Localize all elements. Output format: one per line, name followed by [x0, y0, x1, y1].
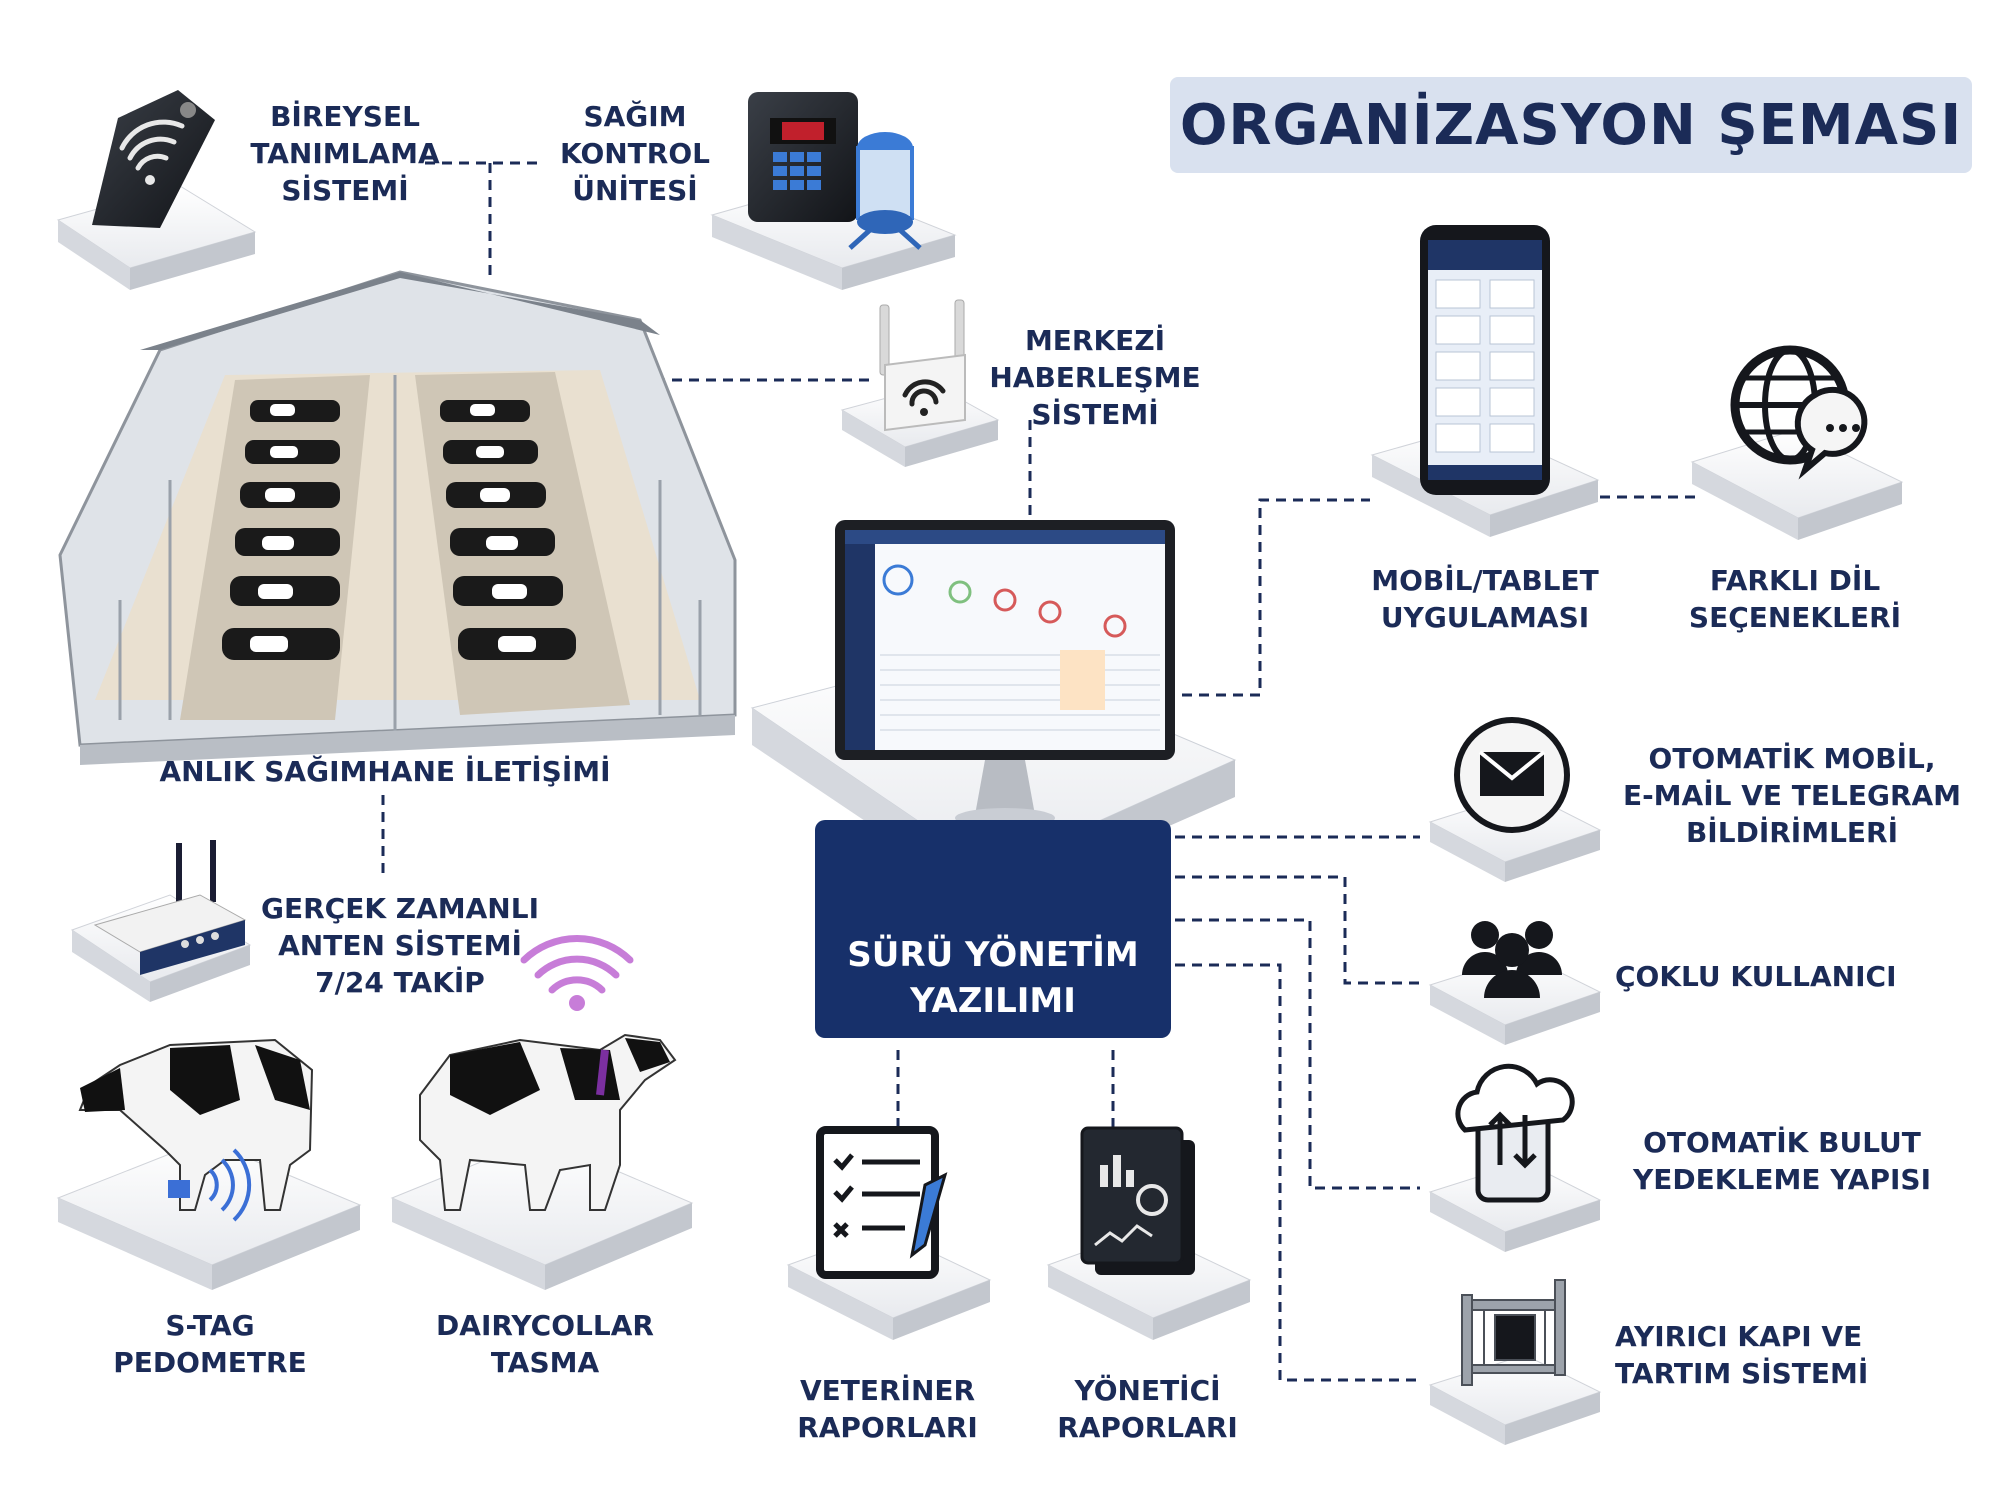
cloud-sync-icon	[1455, 1063, 1575, 1203]
milking-controller-icon	[748, 92, 922, 250]
label-sagimhane: ANLIK SAĞIMHANE İLETİŞİMİ	[159, 755, 611, 788]
pad-dil	[1690, 429, 1904, 540]
router-icon	[879, 299, 966, 432]
report-chart-icon	[1080, 1126, 1195, 1275]
cow-icon	[419, 935, 677, 1211]
rfid-tag-icon	[92, 90, 215, 228]
pad-coklu	[1428, 954, 1602, 1045]
users-icon	[1462, 921, 1562, 998]
envelope-icon	[1454, 717, 1570, 833]
title-text: ORGANİZASYON ŞEMASI	[1179, 92, 1963, 158]
pad-stag	[56, 1139, 362, 1290]
globe-chat-icon	[1730, 345, 1868, 480]
sorting-gate-icon	[1461, 1279, 1566, 1386]
core-label-line1: SÜRÜ YÖNETİM	[847, 935, 1139, 975]
connector-lines	[381, 161, 1700, 1382]
antenna-router-icon	[93, 840, 247, 975]
label-coklu: ÇOKLU KULLANICI	[1615, 960, 1897, 993]
checklist-icon	[816, 1126, 948, 1279]
core-block	[815, 820, 1171, 1038]
monitor-icon	[835, 520, 1175, 828]
diagram-title: ORGANİZASYON ŞEMASI	[1170, 77, 1972, 173]
core-label: SÜRÜ YÖNETİM YAZILIMI	[815, 932, 1171, 1024]
cow-icon	[78, 1038, 314, 1222]
smartphone-icon	[1420, 225, 1550, 495]
core-label-line2: YAZILIMI	[910, 981, 1076, 1021]
barn-icon	[58, 270, 737, 765]
